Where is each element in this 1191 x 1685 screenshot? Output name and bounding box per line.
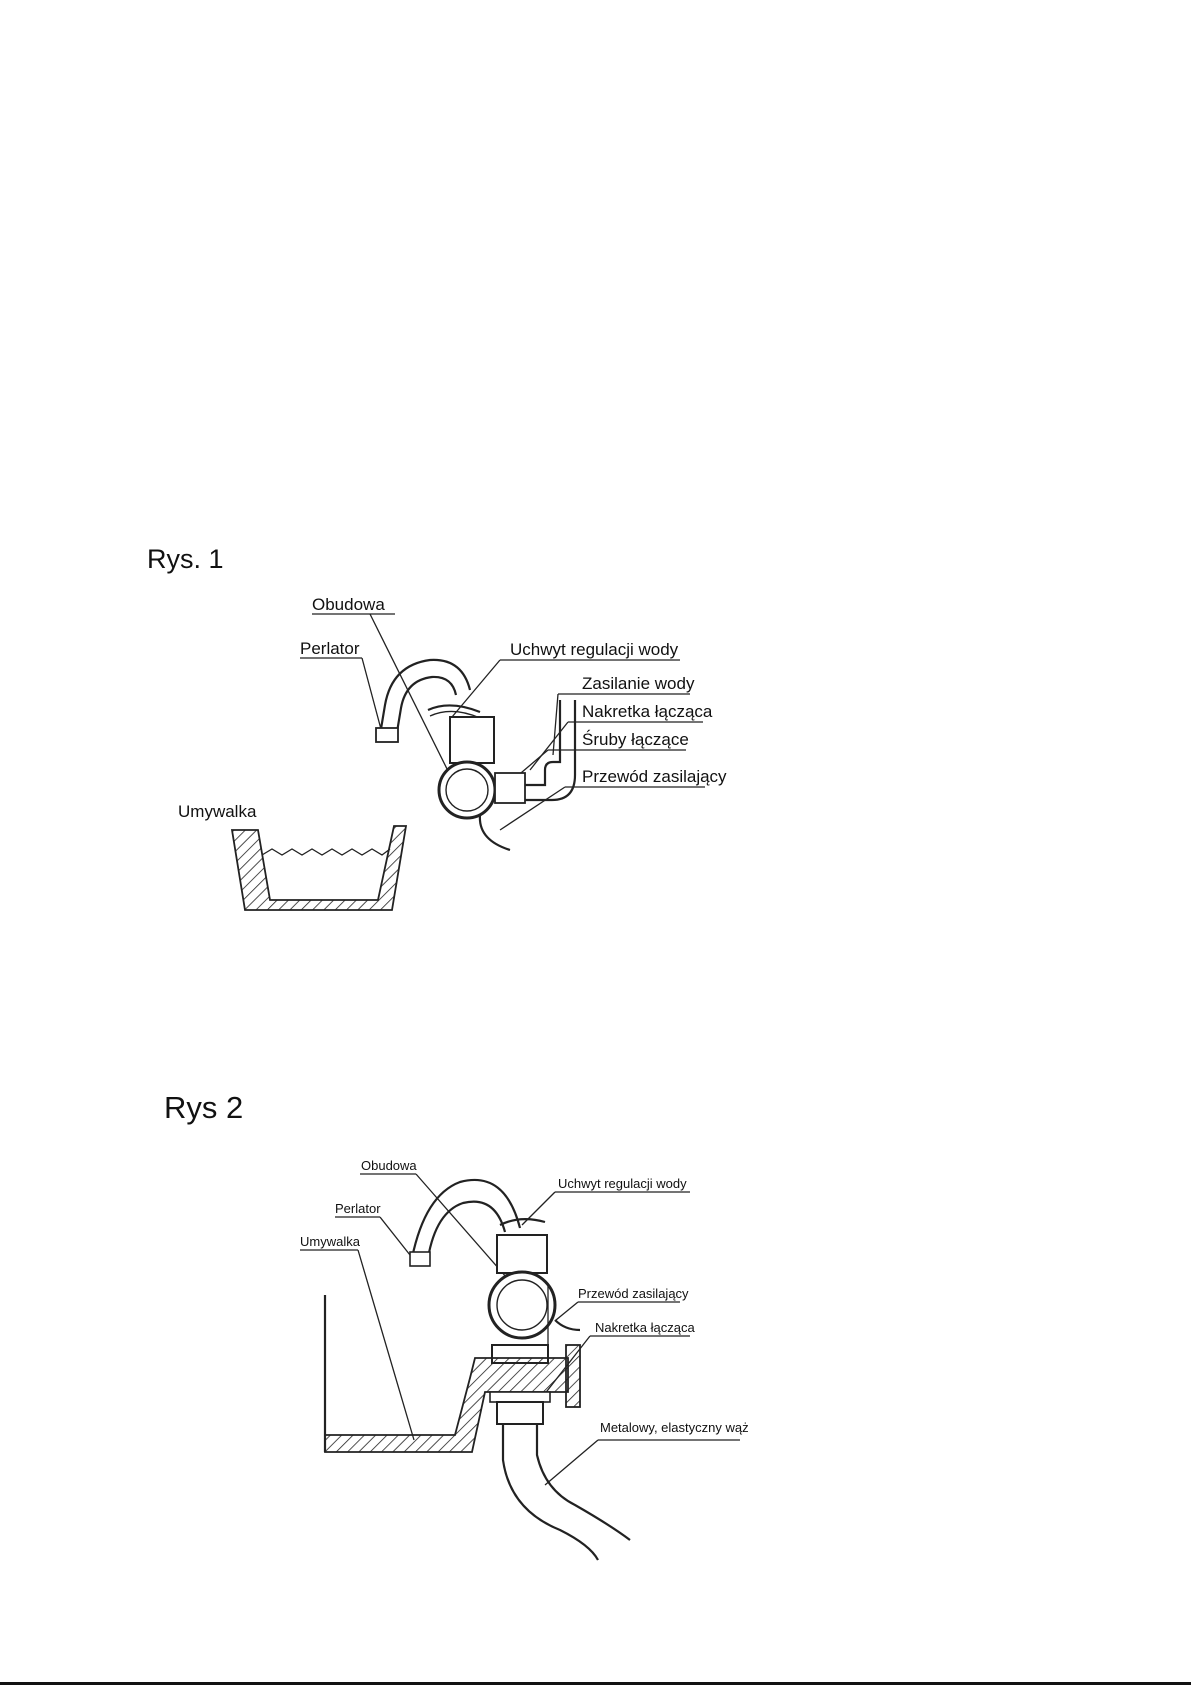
fig1-label-uchwyt: Uchwyt regulacji wody bbox=[510, 640, 679, 659]
fig2-label-obudowa: Obudowa bbox=[361, 1158, 417, 1173]
fig1-label-obudowa: Obudowa bbox=[312, 595, 385, 614]
fig1-label-umywalka: Umywalka bbox=[178, 802, 257, 821]
fig1-label-zasilanie: Zasilanie wody bbox=[582, 674, 695, 693]
fig1-label-przewod: Przewód zasilający bbox=[582, 767, 727, 786]
fig1-label-nakretka: Nakretka łącząca bbox=[582, 702, 713, 721]
fig1-label-perlator: Perlator bbox=[300, 639, 360, 658]
fig2-label-nakretka: Nakretka łącząca bbox=[595, 1320, 695, 1335]
figure-1-diagram: Obudowa Perlator Uchwyt regulacji wody Z… bbox=[178, 595, 727, 910]
fig1-label-sruby: Śruby łączące bbox=[582, 730, 689, 749]
fig2-label-perlator: Perlator bbox=[335, 1201, 381, 1216]
fig2-label-uchwyt: Uchwyt regulacji wody bbox=[558, 1176, 687, 1191]
fig2-label-umywalka: Umywalka bbox=[300, 1234, 361, 1249]
fig2-label-waz: Metalowy, elastyczny wąż bbox=[600, 1420, 749, 1435]
figure-2-diagram: Obudowa Perlator Umywalka Uchwyt regulac… bbox=[300, 1158, 749, 1560]
fig2-label-przewod: Przewód zasilający bbox=[578, 1286, 689, 1301]
